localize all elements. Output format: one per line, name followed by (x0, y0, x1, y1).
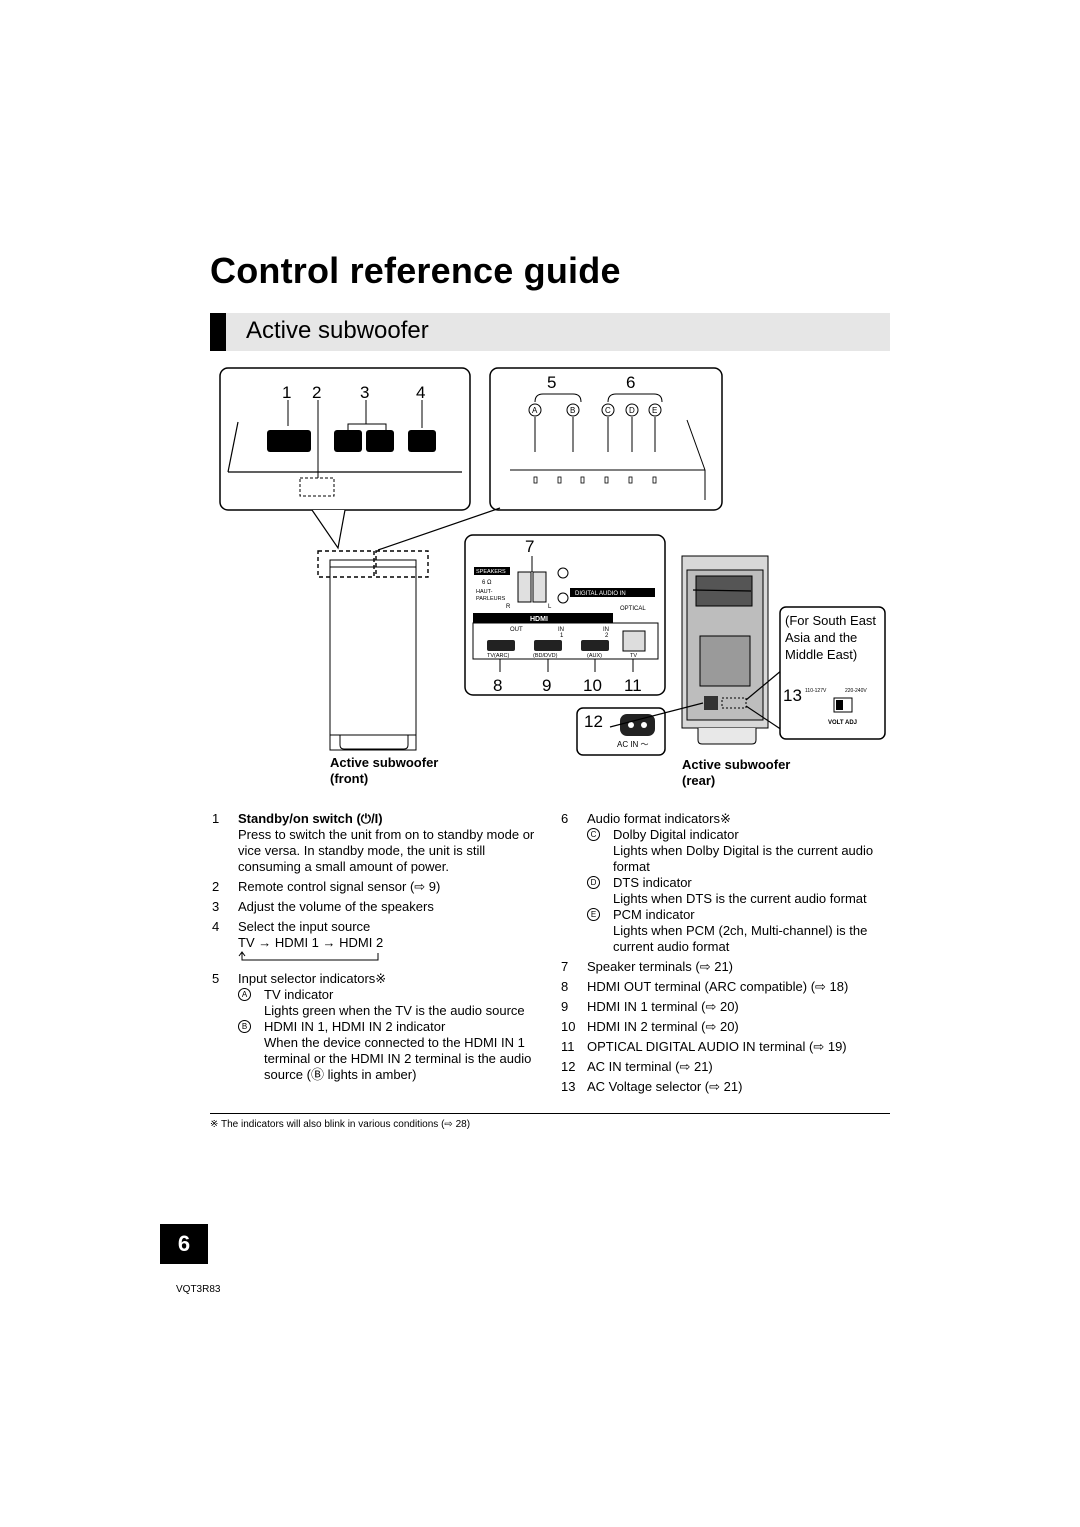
letter-c-icon: C (587, 828, 600, 841)
caption-rear: Active subwoofer (rear) (682, 757, 791, 788)
volume-down-button (334, 430, 362, 452)
hdmi-in2-port (581, 640, 609, 651)
callout-6: 6 (626, 373, 635, 392)
region-voltage-box (779, 606, 886, 740)
callout-4: 4 (416, 383, 425, 402)
section-header: Active subwoofer (210, 313, 890, 351)
model-code: VQT3R83 (176, 1284, 221, 1295)
indicator-letters: A B C D E (528, 403, 662, 417)
footnote: ※ The indicators will also blink in vari… (210, 1119, 471, 1130)
svg-text:E: E (652, 406, 657, 415)
svg-text:HDMI: HDMI (530, 616, 548, 623)
page-number: 6 (160, 1224, 208, 1264)
standby-button (267, 430, 311, 452)
list-item: 3 Adjust the volume of the speakers (212, 899, 434, 914)
svg-text:AC IN ～: AC IN ～ (617, 740, 649, 749)
letter-a-icon: A (238, 988, 251, 1001)
svg-text:OUT: OUT (510, 627, 523, 633)
callout-12: 12 (584, 712, 603, 731)
input-button (408, 430, 436, 452)
svg-text:L: L (548, 604, 552, 610)
page-title: Control reference guide (210, 250, 621, 291)
svg-text:110-127V: 110-127V (805, 688, 827, 694)
volume-up-button (366, 430, 394, 452)
svg-text:(BD/DVD): (BD/DVD) (533, 653, 558, 659)
callout-5: 5 (547, 373, 556, 392)
svg-text:IN: IN (603, 627, 609, 633)
callout-11: 11 (624, 676, 642, 695)
list-item: 4 Select the input source TV → HDMI 1 → … (212, 919, 542, 967)
region-note: (For South East Asia and the Middle East… (785, 613, 877, 662)
subwoofer-diagram: 1 2 3 4 5 6 A B C D E 7 SPEAKERS (219, 367, 886, 756)
letter-d-icon: D (587, 876, 600, 889)
svg-text:SPEAKERS: SPEAKERS (476, 569, 506, 575)
svg-text:IN: IN (558, 627, 564, 633)
caption-front: Active subwoofer (front) (330, 755, 439, 786)
indicator-zoom-panel (489, 367, 723, 511)
callout-8: 8 (493, 676, 502, 695)
callout-7: 7 (525, 537, 534, 556)
svg-text:(AUX): (AUX) (587, 653, 602, 659)
svg-text:DIGITAL AUDIO IN: DIGITAL AUDIO IN (575, 591, 626, 597)
svg-text:TV(ARC): TV(ARC) (487, 653, 509, 659)
svg-text:B: B (570, 406, 575, 415)
svg-text:6 Ω: 6 Ω (482, 580, 492, 586)
front-unit (317, 550, 429, 751)
svg-text:OPTICAL: OPTICAL (620, 606, 646, 612)
hdmi-in1-port (534, 640, 562, 651)
remote-sensor (299, 477, 335, 497)
loop-arrow-icon (238, 951, 379, 961)
svg-text:TV: TV (630, 653, 637, 659)
svg-text:C: C (605, 406, 611, 415)
svg-text:HAUT-: HAUT- (476, 589, 493, 595)
list-item: 2 Remote control signal sensor (⇨ 9) (212, 879, 441, 894)
callout-3: 3 (360, 383, 369, 402)
rear-unit (681, 555, 769, 745)
svg-text:R: R (506, 604, 511, 610)
letter-b-icon: B (238, 1020, 251, 1033)
callout-1: 1 (282, 383, 291, 402)
letter-e-icon: E (587, 908, 600, 921)
section-marker (210, 313, 226, 351)
speaker-terminals: SPEAKERS 6 Ω HAUT- PARLEURS R L (474, 567, 569, 610)
svg-text:PARLEURS: PARLEURS (476, 596, 506, 602)
callout-9: 9 (542, 676, 551, 695)
svg-text:220-240V: 220-240V (845, 688, 867, 694)
svg-text:D: D (629, 406, 635, 415)
hdmi-out-port (487, 640, 515, 651)
svg-text:2: 2 (605, 633, 609, 639)
svg-text:A: A (532, 406, 538, 415)
list-item: 1 Standby/on switch (⏻/I) Press to switc… (212, 811, 535, 874)
callout-10: 10 (583, 676, 602, 695)
left-item-list: 1 Standby/on switch (⏻/I) Press to switc… (212, 811, 542, 1087)
svg-text:VOLT ADJ: VOLT ADJ (828, 720, 857, 726)
section-title: Active subwoofer (246, 317, 429, 344)
optical-port (622, 630, 646, 652)
callout-13: 13 (783, 686, 802, 705)
footnote-divider (210, 1113, 890, 1114)
callout-2: 2 (312, 383, 321, 402)
svg-text:1: 1 (560, 633, 564, 639)
